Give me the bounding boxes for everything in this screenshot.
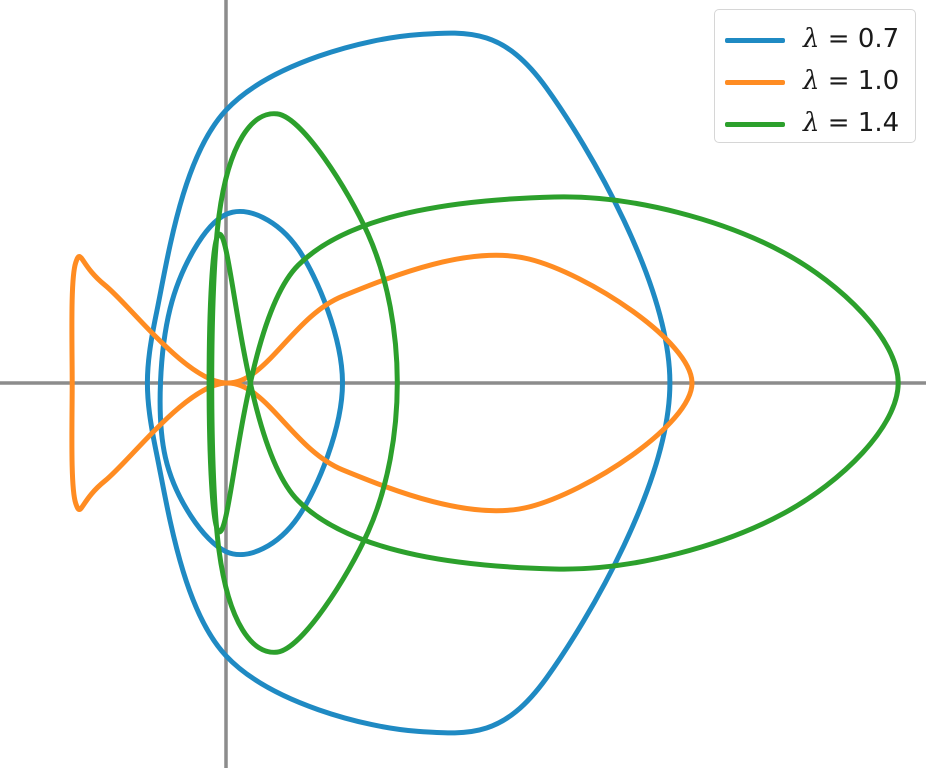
legend-entry-0: λ = 0.7 [715, 19, 915, 61]
legend-label-2: λ = 1.4 [803, 108, 900, 138]
chart-legend: λ = 0.7 λ = 1.0 λ = 1.4 [714, 9, 916, 143]
legend-entry-2: λ = 1.4 [715, 103, 915, 145]
series-1-curve-0 [69, 252, 695, 514]
legend-label-1: λ = 1.0 [803, 66, 900, 96]
series-2-curve-0 [209, 111, 400, 655]
series-0-curve-0 [157, 208, 345, 558]
legend-label-0: λ = 0.7 [803, 24, 900, 54]
legend-entry-1: λ = 1.0 [715, 61, 915, 103]
legend-swatch-0 [725, 38, 785, 43]
curves-layer [69, 30, 901, 736]
legend-swatch-2 [725, 122, 785, 127]
legend-swatch-1 [725, 80, 785, 85]
series-2-curve-1 [206, 194, 901, 572]
series-0-curve-1 [144, 30, 673, 736]
